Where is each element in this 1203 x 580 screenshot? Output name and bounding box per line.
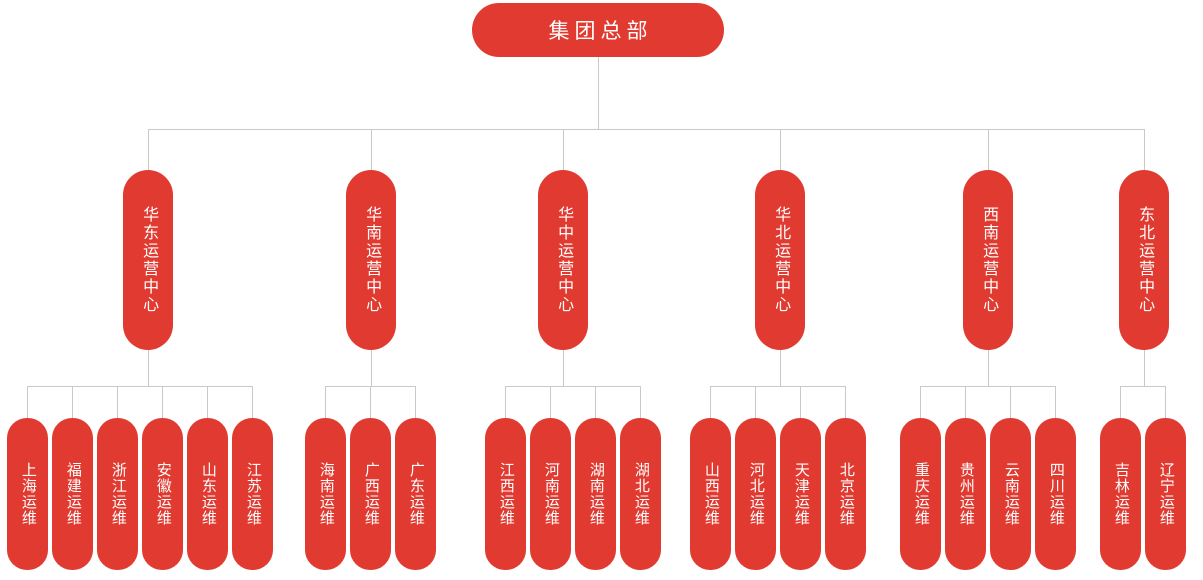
connector-group-bus [710, 386, 845, 387]
connector-leaf-drop [325, 386, 326, 418]
connector-region-stem [371, 350, 372, 386]
node-leaf[interactable]: 山东运维 [187, 418, 228, 570]
node-leaf[interactable]: 湖南运维 [575, 418, 616, 570]
node-leaf[interactable]: 浙江运维 [97, 418, 138, 570]
node-leaf[interactable]: 辽宁运维 [1145, 418, 1186, 570]
node-region[interactable]: 西南运营中心 [963, 170, 1013, 350]
node-leaf[interactable]: 福建运维 [52, 418, 93, 570]
node-leaf[interactable]: 贵州运维 [945, 418, 986, 570]
node-region[interactable]: 华南运营中心 [346, 170, 396, 350]
node-leaf[interactable]: 天津运维 [780, 418, 821, 570]
connector-leaf-drop [800, 386, 801, 418]
connector-leaf-drop [595, 386, 596, 418]
connector-region-stem [988, 350, 989, 386]
connector-leaf-drop [252, 386, 253, 418]
connector-leaf-drop [415, 386, 416, 418]
node-leaf[interactable]: 江苏运维 [232, 418, 273, 570]
connector-leaf-drop [207, 386, 208, 418]
connector-leaf-drop [162, 386, 163, 418]
connector-leaf-drop [845, 386, 846, 418]
connector-leaf-drop [27, 386, 28, 418]
connector-region-stem [1144, 350, 1145, 386]
connector-leaf-drop [640, 386, 641, 418]
connector-region-drop [371, 129, 372, 170]
node-leaf[interactable]: 山西运维 [690, 418, 731, 570]
node-leaf[interactable]: 上海运维 [7, 418, 48, 570]
connector-region-drop [780, 129, 781, 170]
node-leaf[interactable]: 重庆运维 [900, 418, 941, 570]
connector-leaf-drop [1010, 386, 1011, 418]
connector-region-stem [563, 350, 564, 386]
node-region[interactable]: 华中运营中心 [538, 170, 588, 350]
node-leaf[interactable]: 江西运维 [485, 418, 526, 570]
node-region[interactable]: 华东运营中心 [123, 170, 173, 350]
node-leaf[interactable]: 吉林运维 [1100, 418, 1141, 570]
connector-leaf-drop [370, 386, 371, 418]
connector-region-stem [780, 350, 781, 386]
connector-leaf-drop [505, 386, 506, 418]
connector-leaf-drop [550, 386, 551, 418]
connector-leaf-drop [920, 386, 921, 418]
connector-leaf-drop [1165, 386, 1166, 418]
connector-region-drop [1144, 129, 1145, 170]
node-leaf[interactable]: 安徽运维 [142, 418, 183, 570]
connector-leaf-drop [755, 386, 756, 418]
connector-leaf-drop [710, 386, 711, 418]
connector-group-bus [920, 386, 1055, 387]
node-leaf[interactable]: 海南运维 [305, 418, 346, 570]
connector-level1-bus [148, 129, 1144, 130]
connector-leaf-drop [117, 386, 118, 418]
connector-region-drop [988, 129, 989, 170]
node-leaf[interactable]: 广西运维 [350, 418, 391, 570]
connector-group-bus [27, 386, 252, 387]
connector-leaf-drop [1055, 386, 1056, 418]
node-leaf[interactable]: 河北运维 [735, 418, 776, 570]
connector-root-stem [598, 57, 599, 129]
connector-region-stem [148, 350, 149, 386]
node-leaf[interactable]: 四川运维 [1035, 418, 1076, 570]
node-leaf[interactable]: 北京运维 [825, 418, 866, 570]
connector-group-bus [1120, 386, 1165, 387]
connector-leaf-drop [965, 386, 966, 418]
node-leaf[interactable]: 湖北运维 [620, 418, 661, 570]
connector-region-drop [563, 129, 564, 170]
connector-leaf-drop [1120, 386, 1121, 418]
node-leaf[interactable]: 云南运维 [990, 418, 1031, 570]
connector-leaf-drop [72, 386, 73, 418]
node-leaf[interactable]: 广东运维 [395, 418, 436, 570]
node-region[interactable]: 东北运营中心 [1119, 170, 1169, 350]
node-root[interactable]: 集团总部 [472, 3, 724, 57]
node-leaf[interactable]: 河南运维 [530, 418, 571, 570]
node-region[interactable]: 华北运营中心 [755, 170, 805, 350]
connector-group-bus [505, 386, 640, 387]
connector-region-drop [148, 129, 149, 170]
